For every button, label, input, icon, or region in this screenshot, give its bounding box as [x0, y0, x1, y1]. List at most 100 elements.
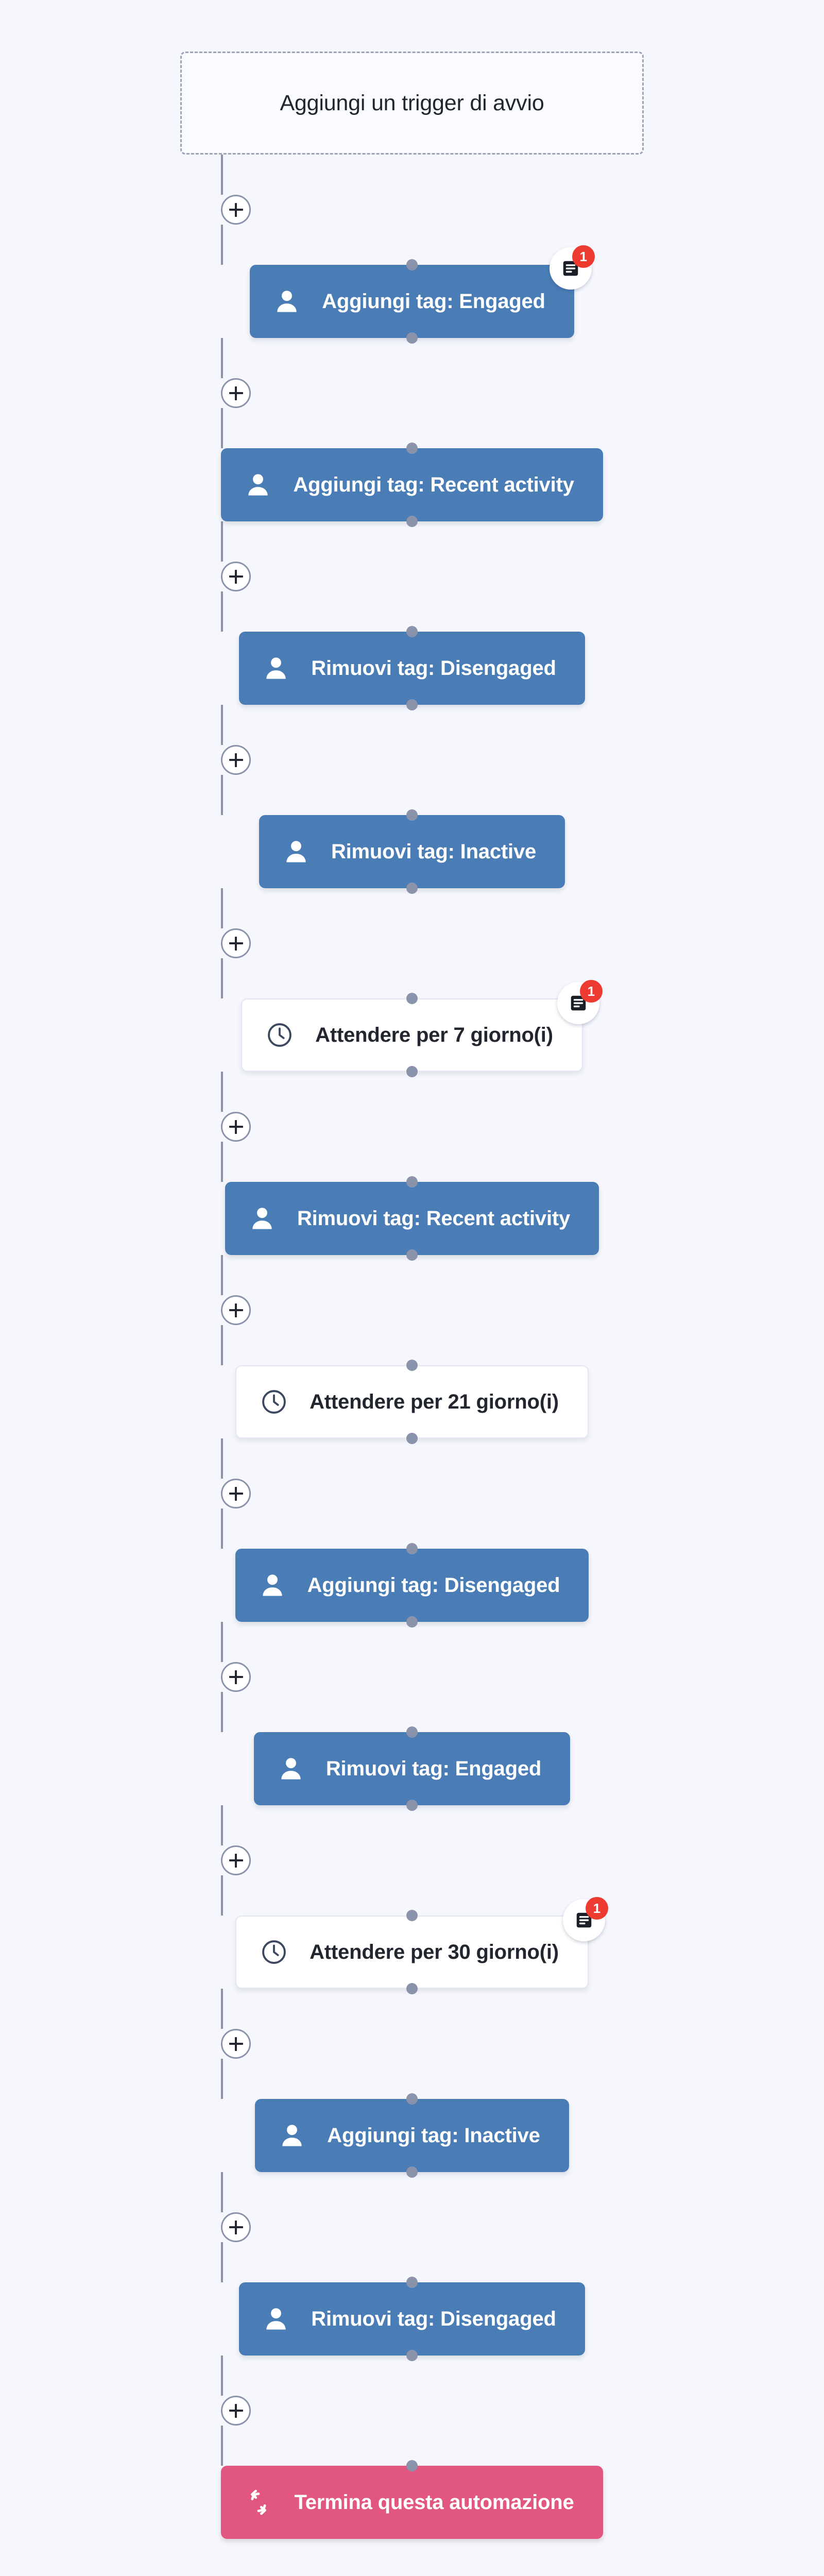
node-notes-badge[interactable]: 1 — [562, 1897, 608, 1941]
node-card-tag[interactable]: Aggiungi tag: Inactive — [255, 2099, 569, 2172]
flow-connector-line — [221, 1692, 224, 1732]
node-label: Attendere per 21 giorno(i) — [310, 1390, 559, 1413]
node-card-tag[interactable]: Rimuovi tag: Disengaged — [239, 632, 585, 705]
flow-connector-line — [221, 408, 224, 448]
add-step-button[interactable] — [221, 562, 251, 591]
flow-connector-line — [221, 2242, 224, 2282]
node-label: Rimuovi tag: Disengaged — [311, 2307, 556, 2330]
end-automation-icon — [251, 2489, 267, 2515]
node-card-tag[interactable]: Rimuovi tag: Engaged — [253, 1732, 571, 1805]
flow-node-3: Rimuovi tag: Disengaged — [221, 632, 603, 705]
node-label: Termina questa automazione — [294, 2490, 574, 2514]
person-icon — [262, 1574, 282, 1596]
flow-connector-line — [221, 958, 224, 998]
add-start-trigger-label: Aggiungi un trigger di avvio — [280, 90, 544, 115]
person-icon — [266, 2308, 286, 2330]
flow-node-7: Attendere per 21 giorno(i) — [221, 1365, 603, 1438]
add-step-button[interactable] — [221, 195, 251, 225]
node-card-tag[interactable]: Aggiungi tag: Recent activity — [221, 448, 603, 521]
node-card-tag[interactable]: Aggiungi tag: Engaged 1 — [250, 245, 595, 338]
flow-node-list: Aggiungi tag: Engaged 1 Aggiungi tag: Re… — [221, 155, 608, 2539]
node-card-tag[interactable]: Rimuovi tag: Recent activity — [225, 1182, 599, 1255]
flow-connector-line — [221, 521, 224, 562]
node-card-wait[interactable]: Attendere per 7 giorno(i) 1 — [241, 980, 603, 1072]
node-label: Aggiungi tag: Recent activity — [293, 473, 574, 496]
node-card-tag[interactable]: Rimuovi tag: Disengaged — [239, 2282, 585, 2355]
person-icon — [252, 1208, 272, 1229]
add-step-button[interactable] — [221, 378, 251, 408]
node-card-tag[interactable]: Aggiungi tag: Disengaged — [235, 1549, 589, 1622]
add-step-button[interactable] — [221, 2029, 251, 2059]
node-card-wait[interactable]: Attendere per 21 giorno(i) — [235, 1365, 589, 1438]
flow-connector-line — [221, 591, 224, 632]
add-step-button[interactable] — [221, 928, 251, 958]
node-label: Aggiungi tag: Inactive — [327, 2124, 540, 2147]
badge-count: 1 — [572, 245, 595, 268]
node-card-tag[interactable]: Rimuovi tag: Inactive — [259, 815, 565, 888]
flow-connector-line — [221, 888, 224, 928]
node-label: Attendere per 7 giorno(i) — [315, 1023, 553, 1046]
clock-icon — [268, 1023, 291, 1047]
flow-node-6: Rimuovi tag: Recent activity — [221, 1182, 603, 1255]
badge-count: 1 — [579, 980, 603, 1003]
flow-connector-line — [221, 1255, 224, 1295]
node-label: Rimuovi tag: Engaged — [325, 1757, 542, 1780]
flow-node-10: Attendere per 30 giorno(i) 1 — [221, 1897, 608, 1989]
flow-node-2: Aggiungi tag: Recent activity — [221, 448, 603, 521]
flow-connector-line — [221, 1072, 224, 1112]
node-notes-badge[interactable]: 1 — [549, 245, 595, 290]
flow-connector-line — [221, 2355, 224, 2396]
add-start-trigger-box[interactable]: Aggiungi un trigger di avvio — [180, 52, 644, 155]
node-label: Rimuovi tag: Inactive — [331, 840, 537, 863]
flow-connector-line — [221, 2059, 224, 2099]
flow-connector-line — [221, 705, 224, 745]
add-step-button[interactable] — [221, 1845, 251, 1875]
person-icon — [248, 474, 268, 496]
node-label: Aggiungi tag: Engaged — [322, 290, 545, 313]
flow-connector-line — [221, 1438, 224, 1479]
flow-connector-line — [221, 1509, 224, 1549]
add-step-button[interactable] — [221, 1112, 251, 1142]
flow-connector-line — [221, 155, 224, 195]
flow-connector-line — [221, 1622, 224, 1662]
notes-icon — [571, 995, 586, 1011]
person-icon — [282, 2125, 302, 2146]
clock-icon — [262, 1390, 286, 1414]
flow-connector-line — [221, 2172, 224, 2212]
person-icon — [281, 1758, 301, 1780]
add-step-button[interactable] — [221, 2396, 251, 2426]
notes-icon — [563, 261, 578, 276]
flow-node-1: Aggiungi tag: Engaged 1 — [221, 245, 603, 338]
person-icon — [266, 657, 286, 679]
add-step-button[interactable] — [221, 2212, 251, 2242]
flow-connector-line — [221, 225, 224, 265]
flow-node-13: Termina questa automazione — [221, 2466, 603, 2539]
flow-node-4: Rimuovi tag: Inactive — [221, 815, 603, 888]
flow-node-12: Rimuovi tag: Disengaged — [221, 2282, 603, 2355]
flow-connector-line — [221, 338, 224, 378]
flow-node-8: Aggiungi tag: Disengaged — [221, 1549, 603, 1622]
clock-icon — [262, 1940, 286, 1964]
add-step-button[interactable] — [221, 745, 251, 775]
flow-node-9: Rimuovi tag: Engaged — [221, 1732, 603, 1805]
node-notes-badge[interactable]: 1 — [557, 980, 603, 1024]
flow-connector-line — [221, 1805, 224, 1845]
flow-node-5: Attendere per 7 giorno(i) 1 — [221, 980, 603, 1072]
add-step-button[interactable] — [221, 1295, 251, 1325]
node-label: Rimuovi tag: Disengaged — [311, 656, 556, 680]
flow-connector-line — [221, 775, 224, 815]
node-label: Attendere per 30 giorno(i) — [310, 1940, 559, 1963]
node-label: Aggiungi tag: Disengaged — [307, 1573, 560, 1597]
node-card-end[interactable]: Termina questa automazione — [221, 2466, 603, 2539]
notes-icon — [576, 1912, 592, 1928]
flow-node-11: Aggiungi tag: Inactive — [221, 2099, 603, 2172]
flow-connector-line — [221, 2426, 224, 2466]
flow-connector-line — [221, 1989, 224, 2029]
add-step-button[interactable] — [221, 1479, 251, 1509]
node-label: Rimuovi tag: Recent activity — [297, 1207, 571, 1230]
person-icon — [286, 841, 306, 862]
add-step-button[interactable] — [221, 1662, 251, 1692]
node-card-wait[interactable]: Attendere per 30 giorno(i) 1 — [235, 1897, 608, 1989]
flow-connector-line — [221, 1142, 224, 1182]
